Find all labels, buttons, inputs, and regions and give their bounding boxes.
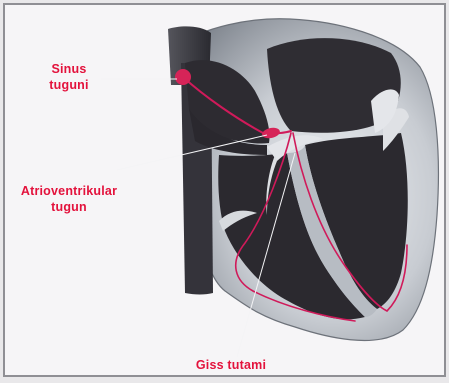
diagram-frame: Sinus tuguni Atrioventrikular tugun Giss… xyxy=(3,3,446,377)
sinus-label-line2: tuguni xyxy=(41,77,97,93)
giss-bundle-label: Giss tutami xyxy=(185,357,277,373)
sinus-node xyxy=(175,69,191,85)
av-label-line2: tugun xyxy=(9,199,129,215)
giss-label-text: Giss tutami xyxy=(185,357,277,373)
av-node-label: Atrioventrikular tugun xyxy=(9,183,129,215)
av-label-line1: Atrioventrikular xyxy=(9,183,129,199)
sinus-label-line1: Sinus xyxy=(41,61,97,77)
sinus-node-label: Sinus tuguni xyxy=(41,61,97,93)
